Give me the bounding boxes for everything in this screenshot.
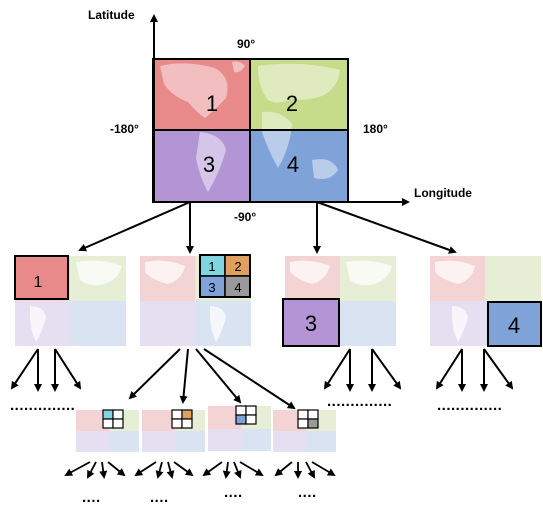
quadrant-1: [153, 59, 250, 130]
level2-continuation-c: ..............: [327, 393, 392, 410]
level3-continuation-4: ....: [298, 484, 317, 501]
level1-arrows: [78, 201, 457, 254]
lat-90-label: 90°: [237, 37, 255, 51]
quadrant-3: [153, 130, 250, 202]
level3-panel-1: [76, 409, 139, 452]
continents: [160, 61, 340, 192]
lon-neg180-label: -180°: [110, 122, 139, 136]
level3-continuation-2: ....: [150, 489, 169, 506]
subgrid-3-label: 3: [208, 280, 215, 295]
axes: Latitude Longitude 90° -90° -180° 180°: [88, 8, 472, 224]
lat-neg90-label: -90°: [234, 210, 256, 224]
longitude-label: Longitude: [414, 186, 472, 200]
level2-panel-q3: 3: [282, 256, 396, 347]
quadrant-1-label: 1: [206, 91, 218, 116]
subgrid-2-label: 2: [234, 259, 241, 274]
level2-fanout-arrows: [10, 348, 514, 410]
level2-continuation-d: ..............: [437, 397, 502, 414]
level2-continuation-a: ..............: [10, 397, 75, 414]
quadrant-3-label: 3: [203, 152, 215, 177]
level3-panel-3: [208, 405, 271, 451]
level2-q4-label: 4: [508, 313, 520, 338]
level3-panel-4: [273, 409, 336, 452]
level3-fanout-arrows: [64, 461, 336, 479]
quadrant-4-label: 4: [287, 152, 299, 177]
level2-panel-q4: 4: [430, 256, 542, 347]
subgrid-4-label: 4: [234, 280, 241, 295]
quadrant-2-label: 2: [286, 91, 298, 116]
quadrant-4: [250, 130, 348, 202]
level2-panel-q1: 1: [14, 255, 126, 346]
level3-continuation-3: ....: [224, 484, 243, 501]
latitude-label: Latitude: [88, 8, 135, 22]
level2-q3-label: 3: [305, 311, 317, 336]
level3-panel-2: [142, 409, 205, 452]
level2-panel-subdivided: 1 2 3 4: [140, 254, 251, 346]
quadrant-2: [250, 59, 348, 130]
level3-continuation-1: ....: [82, 489, 101, 506]
lon-180-label: 180°: [363, 122, 388, 136]
world-map-top: 1 2 3 4: [152, 58, 349, 203]
level2-q1-label: 1: [34, 274, 43, 291]
subgrid-1-label: 1: [208, 259, 215, 274]
